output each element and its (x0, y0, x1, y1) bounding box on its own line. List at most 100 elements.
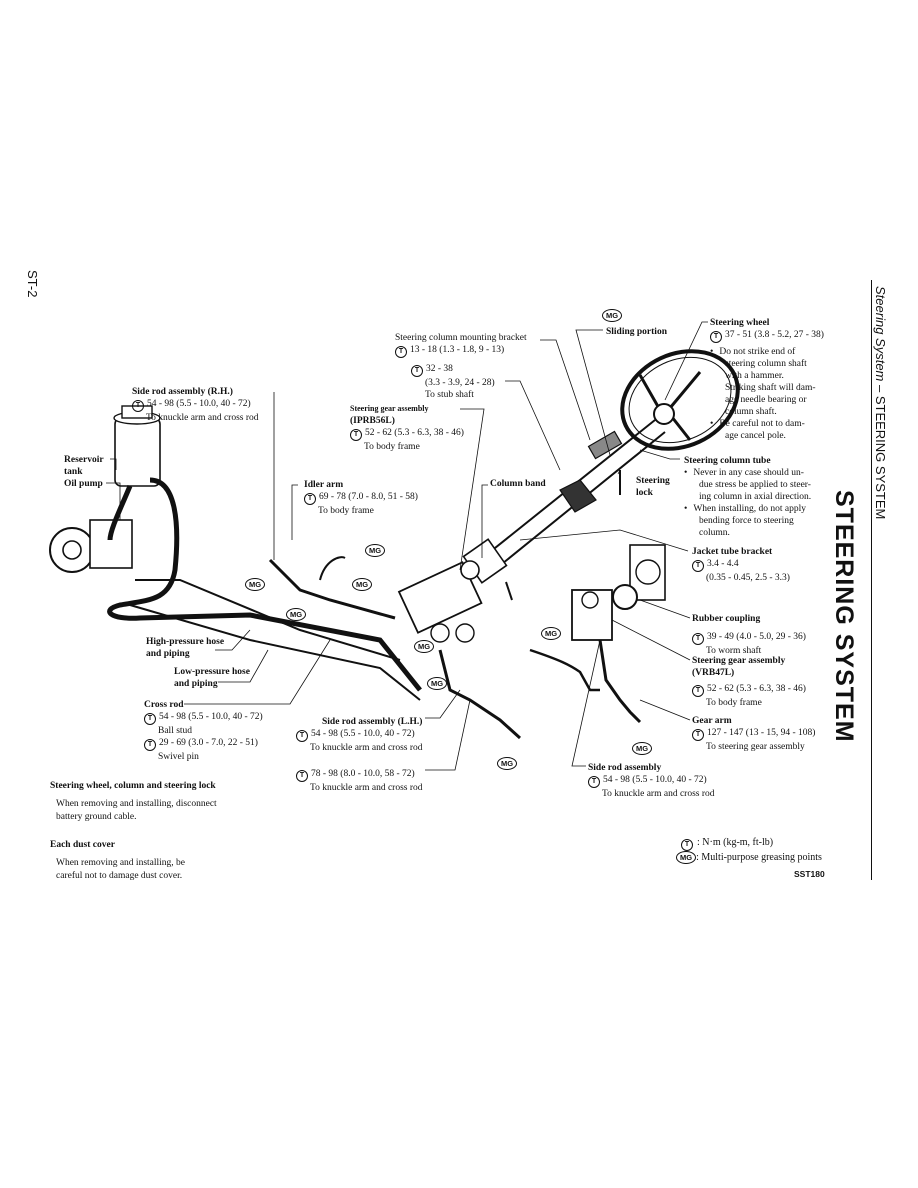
callout-torque: 52 - 62 (5.3 - 6.3, 38 - 46) (707, 684, 806, 694)
bullet-line: Do not strike end of (710, 346, 824, 358)
legend: T : N·m (kg-m, ft-lb) MG: Multi-purpose g… (676, 836, 822, 865)
right-rule (871, 280, 872, 880)
callout-line1: High-pressure hose (146, 637, 225, 647)
mg-marker-4: MG (286, 608, 307, 621)
mg-marker-5: MG (414, 640, 435, 653)
bullet-line: Striking shaft will dam- (725, 383, 816, 393)
callout-note: To stub shaft (425, 390, 474, 400)
callout-torque: 52 - 62 (5.3 - 6.3, 38 - 46) (365, 428, 464, 438)
callout-note: To body frame (364, 442, 420, 452)
figure-code: SST180 (794, 869, 825, 879)
torque-icon: T (296, 770, 308, 782)
callout-title: Side rod assembly (L.H.) (322, 717, 423, 727)
torque-icon: T (296, 730, 308, 742)
note-wheel-column: Steering wheel, column and steering lock… (50, 780, 217, 824)
legend-mg-text: : Multi-purpose greasing points (696, 852, 822, 863)
bullet-line: Never in any case should un- (684, 467, 811, 479)
torque-icon: T (692, 685, 704, 697)
callout-title: Side rod assembly (R.H.) (132, 387, 233, 397)
mg-marker-3: MG (245, 578, 266, 591)
callout-note: To knuckle arm and cross rod (146, 413, 259, 423)
torque-icon: T (710, 331, 722, 343)
note-title: Each dust cover (50, 840, 115, 850)
callout-sliding-portion: Sliding portion (606, 327, 667, 337)
callout-line1: Reservoir (64, 455, 104, 465)
mg-marker-sliding: MG (602, 309, 623, 322)
torque-icon: T (588, 776, 600, 788)
mg-marker-2: MG (352, 578, 373, 591)
note-dust-cover: Each dust cover When removing and instal… (50, 839, 185, 883)
note-line: When removing and installing, disconnect (56, 799, 217, 809)
callout-line1: Steering (636, 476, 670, 486)
gear-box-left (397, 561, 483, 634)
callout-model: (VRB47L) (692, 668, 735, 678)
mg-marker-1: MG (365, 544, 386, 557)
mg-marker-6: MG (427, 677, 448, 690)
note-title: Steering wheel, column and steering lock (50, 781, 216, 791)
callout-torque: 39 - 49 (4.0 - 5.0, 29 - 36) (707, 632, 806, 642)
torque-icon: T (681, 839, 693, 851)
callout-torque: 127 - 147 (13 - 15, 94 - 108) (707, 728, 816, 738)
callout-title: Steering column tube (684, 456, 771, 466)
callout-torque-2: (3.3 - 3.9, 24 - 28) (425, 378, 495, 388)
callout-title: Steering wheel (710, 318, 770, 328)
callout-note: To body frame (706, 698, 762, 708)
callout-torque: 54 - 98 (5.5 - 10.0, 40 - 72) (311, 729, 415, 739)
callout-torque: 78 - 98 (8.0 - 10.0, 58 - 72) (311, 769, 415, 779)
torque-icon: T (692, 560, 704, 572)
callout-note: To knuckle arm and cross rod (310, 783, 423, 793)
bullet-line: due stress be applied to steer- (699, 480, 811, 490)
callout-title: Rubber coupling (692, 614, 761, 624)
callout-note: To knuckle arm and cross rod (310, 743, 423, 753)
callout-torque: 37 - 51 (3.8 - 5.2, 27 - 38) (725, 330, 824, 340)
callout-torque: 54 - 98 (5.5 - 10.0, 40 - 72) (147, 399, 251, 409)
callout-note: To knuckle arm and cross rod (602, 789, 715, 799)
torque-icon: T (304, 493, 316, 505)
callout-title: Steering gear assembly (350, 404, 429, 413)
callout-low-pressure: Low-pressure hose and piping (174, 666, 250, 690)
legend-torque: T : N·m (kg-m, ft-lb) (676, 836, 822, 851)
bullet-line: bending force to steering (699, 516, 794, 526)
callout-title: Side rod assembly (588, 763, 662, 773)
torque-icon: T (350, 429, 362, 441)
legend-torque-text: : N·m (kg-m, ft-lb) (697, 837, 774, 848)
legend-mg: MG: Multi-purpose greasing points (676, 851, 822, 865)
torque-icon: T (144, 739, 156, 751)
callout-title: Jacket tube bracket (692, 547, 773, 557)
note-line: When removing and installing, be (56, 858, 186, 868)
callout-note-2: Swivel pin (158, 752, 199, 762)
mg-marker-7: MG (541, 627, 562, 640)
callout-title: Steering gear assembly (692, 656, 786, 666)
bullet-line: column shaft. (725, 407, 777, 417)
callout-reservoir: Reservoir tank (64, 454, 104, 478)
bullet-line: ing column in axial direction. (699, 492, 812, 502)
callout-torque-2: 29 - 69 (3.0 - 7.0, 22 - 51) (159, 738, 258, 748)
callout-column-band: Column band (490, 479, 546, 489)
callout-title: Cross rod (144, 700, 184, 710)
steering-wheel-rim (620, 349, 740, 451)
callout-title: Gear arm (692, 716, 732, 726)
mg-marker-9: MG (497, 757, 518, 770)
callout-note: Ball stud (158, 726, 193, 736)
callout-torque: 32 - 38 (426, 364, 453, 374)
bullet-line: age cancel pole. (725, 431, 786, 441)
mg-marker-8: MG (632, 742, 653, 755)
bullet-line: column. (699, 528, 730, 538)
torque-icon: T (144, 713, 156, 725)
callout-oil-pump: Oil pump (64, 479, 103, 489)
mg-icon: MG (676, 851, 697, 864)
